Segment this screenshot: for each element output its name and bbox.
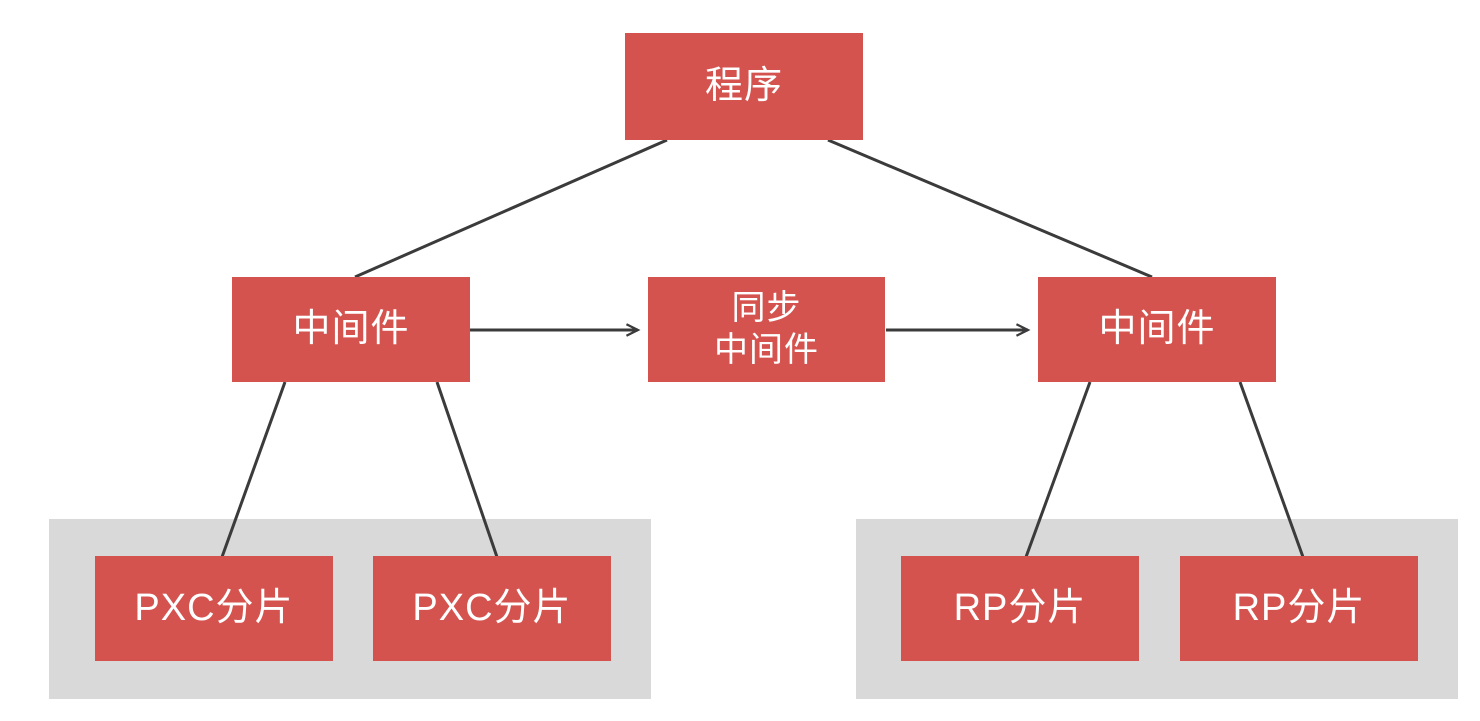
rp-shard-1-node: RP分片 <box>901 556 1139 661</box>
rp-shard-2-node: RP分片 <box>1180 556 1418 661</box>
edge-program-to-middleware-left <box>354 138 668 279</box>
edge-middleware-left-to-pxc-shard-1 <box>220 381 287 558</box>
program-node: 程序 <box>625 33 863 140</box>
pxc-shard-1-node: PXC分片 <box>95 556 333 661</box>
edge-program-to-middleware-right <box>827 138 1153 279</box>
middleware-right-node: 中间件 <box>1038 277 1276 382</box>
sync-middleware-node: 同步 中间件 <box>648 277 885 382</box>
pxc-shard-2-node: PXC分片 <box>373 556 611 661</box>
edge-middleware-right-to-rp-shard-2 <box>1238 381 1305 558</box>
edge-middleware-right-to-rp-shard-1 <box>1024 381 1092 558</box>
middleware-left-node: 中间件 <box>232 277 470 382</box>
edge-middleware-left-to-pxc-shard-2 <box>435 381 499 558</box>
